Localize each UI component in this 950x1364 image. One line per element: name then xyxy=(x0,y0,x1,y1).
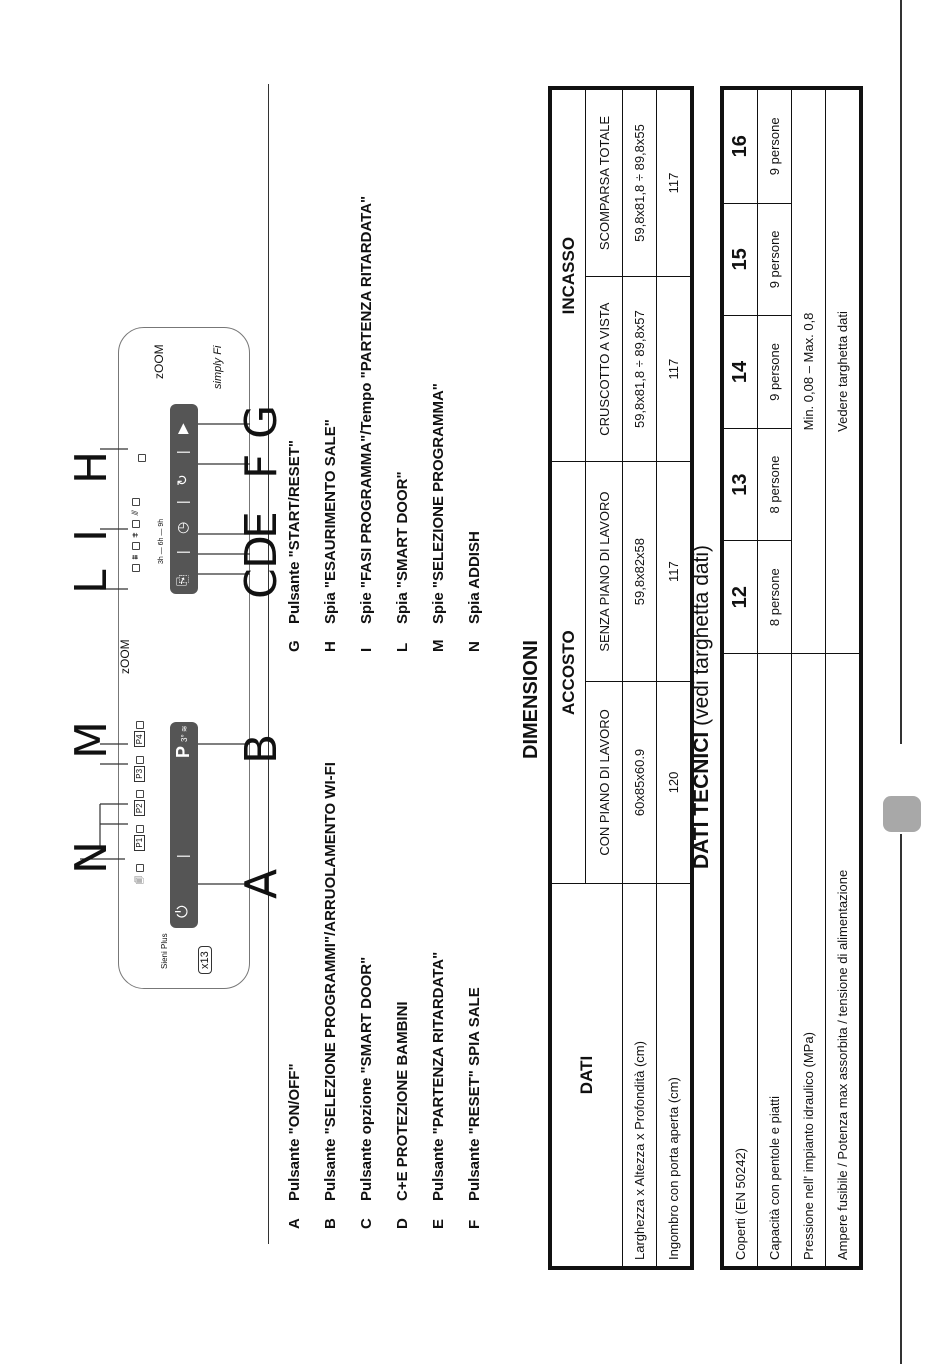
table-row: Ingombro con porta aperta (cm) 120 117 1… xyxy=(656,88,692,1268)
cell: 117 xyxy=(656,88,692,277)
callout-m: M xyxy=(66,721,117,759)
cell: 117 xyxy=(656,461,692,682)
legend-item-a: APulsante "ON/OFF" xyxy=(286,1063,303,1229)
cell: 59,8x81,8 ÷ 89,8x57 xyxy=(622,276,657,462)
callout-e: E xyxy=(236,511,287,539)
row-label: Ampere fusibile / Potenza max assorbita … xyxy=(825,653,861,1268)
callout-n: N xyxy=(66,841,117,874)
col-header: SCOMPARSA TOTALE xyxy=(585,88,623,277)
legend-item-d: DC+E PROTEZIONE BAMBINI xyxy=(394,1001,411,1229)
cell: 120 xyxy=(656,681,692,884)
cell: 8 persone xyxy=(757,540,792,654)
dati-header: DATI xyxy=(550,883,623,1268)
cell: 12 xyxy=(722,540,758,654)
legend-item-e: EPulsante "PARTENZA RITARDATA" xyxy=(430,951,447,1229)
row-label: Ingombro con porta aperta (cm) xyxy=(656,883,692,1268)
legend-item-b: BPulsante "SELEZIONE PROGRAMMI"/ARRUOLAM… xyxy=(322,762,339,1229)
callout-i: I xyxy=(66,529,117,542)
row-label: Larghezza x Altezza x Profondità (cm) xyxy=(622,883,657,1268)
accosto-header: ACCOSTO xyxy=(550,461,586,884)
legend-item-h: HSpia "ESAURIMENTO SALE" xyxy=(322,419,339,652)
row-label: Capacità con pentole e piatti xyxy=(757,653,792,1268)
cell: 117 xyxy=(656,276,692,462)
callout-lines xyxy=(80,423,250,885)
cell: 60x85x60.9 xyxy=(622,681,657,884)
cell: Vedere targhetta dati xyxy=(825,88,861,654)
dimensioni-title: DIMENSIONI xyxy=(520,640,542,759)
row-label: Coperti (EN 50242) xyxy=(722,653,758,1268)
cell: Min. 0,08 – Max. 0,8 xyxy=(791,88,826,654)
dati-tecnici-title-rest: (vedi targhetta dati) xyxy=(690,544,713,732)
incasso-header: INCASSO xyxy=(550,88,586,462)
cell: 14 xyxy=(722,315,758,429)
table-row: Larghezza x Altezza x Profondità (cm) 60… xyxy=(622,88,657,1268)
legend-item-n: NSpia ADDISH xyxy=(466,531,483,652)
legend-item-i: ISpie "FASI PROGRAMMA"/Tempo "PARTENZA R… xyxy=(358,195,375,652)
cell: 9 persone xyxy=(757,203,792,316)
table-row: Ampere fusibile / Potenza max assorbita … xyxy=(825,88,861,1268)
cell: 9 persone xyxy=(757,315,792,429)
legend-item-g: GPulsante "START/RESET" xyxy=(286,440,303,652)
dati-tecnici-title: DATI TECNICI (vedi targhetta dati) xyxy=(690,545,714,869)
cell: 15 xyxy=(722,203,758,316)
cell: 9 persone xyxy=(757,88,792,204)
table-row: Pressione nell' impianto idraulico (MPa)… xyxy=(791,88,826,1268)
callout-g: G xyxy=(236,404,287,439)
dati-tecnici-title-bold: DATI TECNICI xyxy=(690,731,713,869)
col-header: CON PIANO DI LAVORO xyxy=(585,681,623,884)
legend-item-c: CPulsante opzione "SMART DOOR" xyxy=(358,956,375,1229)
footer-rule-right xyxy=(900,0,902,744)
callout-a: A xyxy=(236,868,287,899)
callout-b: B xyxy=(236,733,287,764)
callout-c: C xyxy=(236,568,287,599)
table-row: Capacità con pentole e piatti 8 persone … xyxy=(757,88,792,1268)
legend-item-l: LSpia "SMART DOOR" xyxy=(394,471,411,652)
legend-item-m: MSpie "SELEZIONE PROGRAMMA" xyxy=(430,383,447,652)
callout-l: L xyxy=(66,569,117,594)
table-row: Coperti (EN 50242) 12 13 14 15 16 xyxy=(722,88,758,1268)
legend-item-f: FPulsante "RESET" SPIA SALE xyxy=(466,987,483,1229)
cell: 59,8x81,8 ÷ 89,8x55 xyxy=(622,88,657,277)
dati-tecnici-table: Coperti (EN 50242) 12 13 14 15 16 Capaci… xyxy=(720,86,863,1270)
row-label: Pressione nell' impianto idraulico (MPa) xyxy=(791,653,826,1268)
dimensioni-table: DATI ACCOSTO INCASSO CON PIANO DI LAVORO… xyxy=(548,86,694,1270)
callout-f: F xyxy=(236,453,287,479)
cell: 59,8x82x58 xyxy=(622,461,657,682)
callout-d: D xyxy=(236,535,287,569)
col-header: SENZA PIANO DI LAVORO xyxy=(585,461,623,682)
col-header: CRUSCOTTO A VISTA xyxy=(585,276,623,462)
callout-h: H xyxy=(66,450,117,484)
cell: 13 xyxy=(722,428,758,541)
cell: 16 xyxy=(722,88,758,204)
page-number-badge xyxy=(883,796,921,832)
cell: 8 persone xyxy=(757,428,792,541)
footer-rule-left xyxy=(900,834,902,1364)
